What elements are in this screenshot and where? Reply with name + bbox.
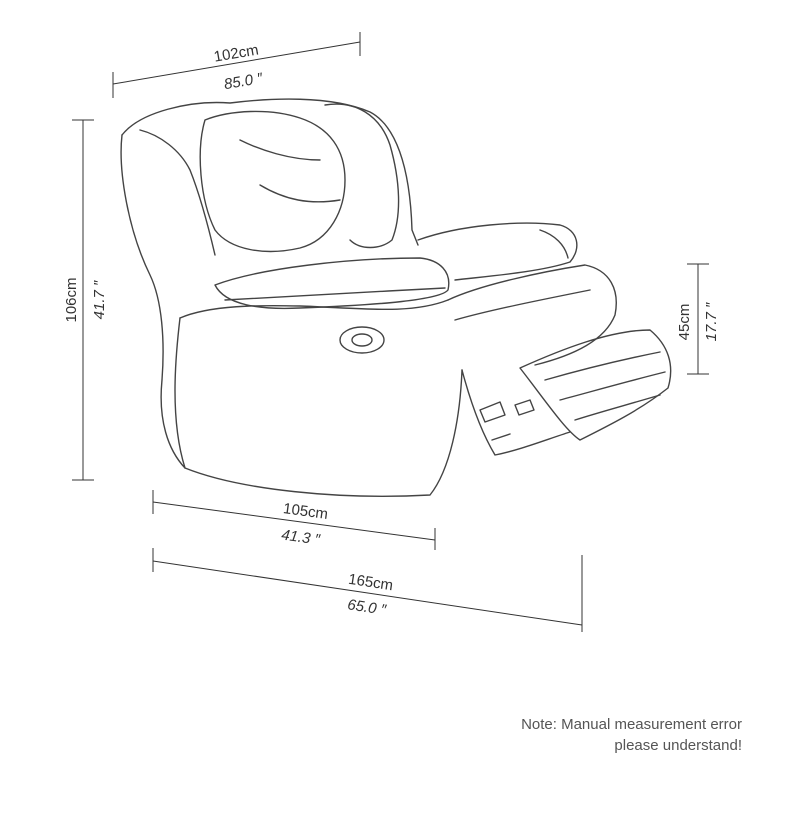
label-width-top-cm: 102cm bbox=[213, 41, 260, 65]
label-height-seat-cm: 45cm bbox=[676, 304, 693, 341]
dimension-line-width-top bbox=[112, 41, 361, 85]
dimension-depth-reclined: 165cm 65.0 ″ bbox=[152, 548, 583, 632]
dimension-line-depth-reclined bbox=[152, 560, 583, 626]
note-line-1: Note: Manual measurement error bbox=[521, 716, 742, 733]
label-depth-reclined-inch: 65.0 ″ bbox=[346, 596, 387, 619]
dimension-line-depth-upright bbox=[152, 501, 436, 541]
note-line-2: please understand! bbox=[614, 737, 742, 754]
label-depth-upright-inch: 41.3 ″ bbox=[280, 527, 321, 549]
dimension-depth-upright: 105cm 41.3 ″ bbox=[152, 490, 436, 550]
label-height-seat-inch: 17.7 ″ bbox=[703, 302, 720, 341]
label-width-top-inch: 85.0 ″ bbox=[223, 70, 265, 93]
dimension-width-top: 102cm 85.0 ″ bbox=[112, 32, 361, 98]
dimension-height-total: 106cm 41.7 ″ bbox=[63, 119, 108, 481]
label-depth-upright-cm: 105cm bbox=[282, 500, 329, 523]
label-height-total-cm: 106cm bbox=[63, 277, 80, 322]
label-height-total-inch: 41.7 ″ bbox=[91, 280, 108, 319]
measurement-note: Note: Manual measurement error please un… bbox=[521, 714, 742, 756]
label-depth-reclined-cm: 165cm bbox=[347, 571, 394, 594]
recliner-chair-sketch bbox=[120, 98, 672, 497]
dimension-height-seat: 45cm 17.7 ″ bbox=[676, 263, 720, 375]
